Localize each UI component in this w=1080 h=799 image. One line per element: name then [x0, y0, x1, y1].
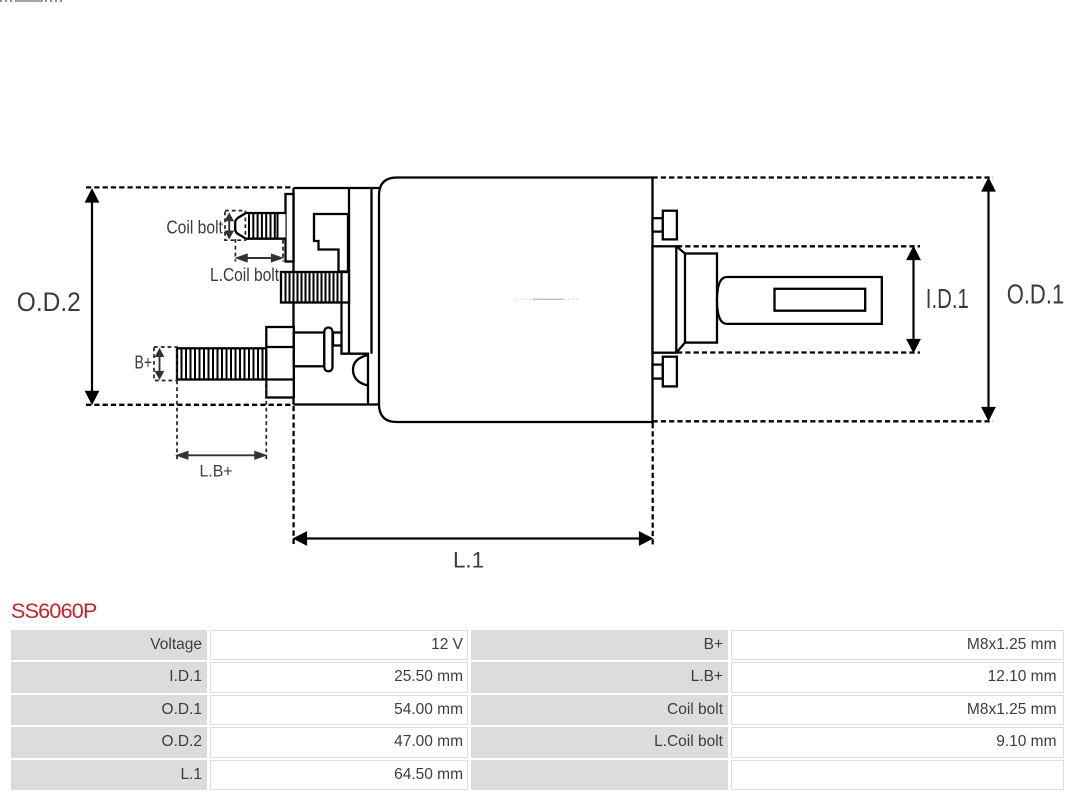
- svg-text:L.1: L.1: [453, 547, 484, 572]
- svg-text:Coil bolt: Coil bolt: [166, 217, 223, 238]
- svg-text:L.Coil bolt: L.Coil bolt: [210, 264, 279, 285]
- svg-text:O.D.2: O.D.2: [17, 287, 81, 317]
- svg-text:O.D.1: O.D.1: [1007, 279, 1064, 310]
- svg-text:L.B+: L.B+: [200, 462, 233, 481]
- svg-text:I.D.1: I.D.1: [926, 283, 969, 314]
- svg-text:B+: B+: [135, 353, 153, 373]
